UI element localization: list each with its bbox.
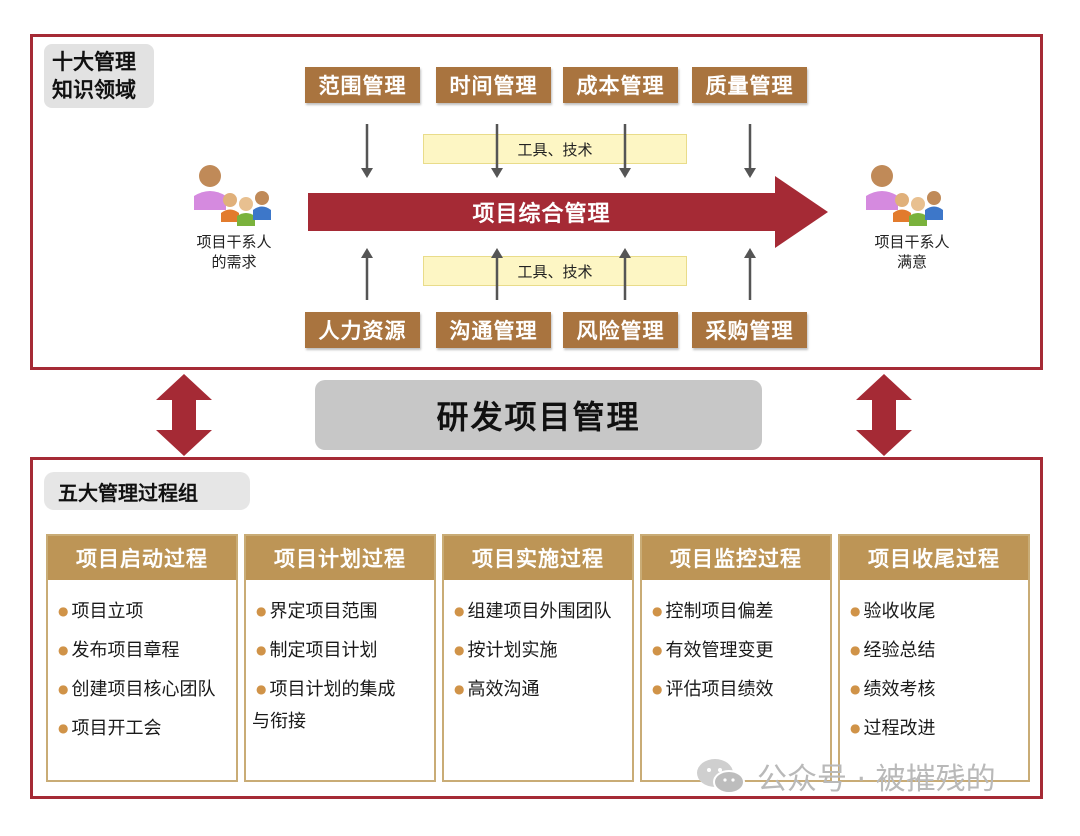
stakeholder-satisfied-label: 项目干系人 满意 (852, 232, 972, 272)
bullet-icon: ● (58, 682, 69, 696)
process-item: ●项目计划的集成 (256, 679, 396, 700)
process-group-title: 项目收尾过程 (840, 536, 1028, 580)
bullet-icon: ● (652, 682, 663, 696)
up-arrow-heads (361, 248, 756, 258)
bullet-icon: ● (58, 721, 69, 735)
down-arrow-heads (361, 168, 756, 178)
bullet-icon: ● (58, 643, 69, 657)
bullet-icon: ● (850, 604, 861, 618)
bullet-icon: ● (256, 643, 267, 657)
bullet-icon: ● (850, 682, 861, 696)
area-scope: 范围管理 (305, 67, 420, 103)
process-item: ●界定项目范围 (256, 601, 378, 622)
process-group-closing: 项目收尾过程 ●验收收尾 ●经验总结 ●绩效考核 ●过程改进 (838, 534, 1030, 782)
process-item: ●评估项目绩效 (652, 679, 774, 700)
stakeholder-needs-label: 项目干系人 的需求 (174, 232, 294, 272)
bullet-icon: ● (652, 643, 663, 657)
process-item: ●按计划实施 (454, 640, 558, 661)
stakeholder-satisfied-line-2: 满意 (896, 253, 927, 271)
process-groups-panel (30, 457, 1043, 799)
process-item: ●制定项目计划 (256, 640, 378, 661)
bullet-icon: ● (652, 604, 663, 618)
stakeholder-satisfied-line-1: 项目干系人 (874, 233, 950, 251)
tools-band-bottom: 工具、技术 (423, 256, 687, 286)
double-arrow-left (156, 374, 212, 456)
process-item: ●组建项目外围团队 (454, 601, 612, 622)
area-communication: 沟通管理 (436, 312, 551, 348)
integration-label: 项目综合管理 (472, 202, 611, 227)
integration-arrow (308, 176, 828, 248)
process-item: ●经验总结 (850, 640, 936, 661)
process-item: ●项目立项 (58, 601, 144, 622)
tools-band-top: 工具、技术 (423, 134, 687, 164)
process-group-initiating: 项目启动过程 ●项目立项 ●发布项目章程 ●创建项目核心团队 ●项目开工会 (46, 534, 238, 782)
bullet-icon: ● (256, 604, 267, 618)
process-group-title: 项目计划过程 (246, 536, 434, 580)
down-arrows (365, 124, 752, 176)
process-item: ●项目开工会 (58, 718, 162, 739)
double-arrow-right (856, 374, 912, 456)
process-group-planning: 项目计划过程 ●界定项目范围 ●制定项目计划 ●项目计划的集成 与衔接 (244, 534, 436, 782)
process-item: ●创建项目核心团队 (58, 679, 216, 700)
process-group-monitoring: 项目监控过程 ●控制项目偏差 ●有效管理变更 ●评估项目绩效 (640, 534, 832, 782)
process-item: ●高效沟通 (454, 679, 540, 700)
stakeholder-needs-line-1: 项目干系人 (196, 233, 272, 251)
area-hr: 人力资源 (305, 312, 420, 348)
watermark: 公众号 · 被摧残的 (695, 752, 996, 800)
knowledge-areas-panel (30, 34, 1043, 370)
process-item: ●验收收尾 (850, 601, 936, 622)
bullet-icon: ● (850, 721, 861, 735)
stakeholder-people-icon-right (866, 165, 943, 226)
area-procurement: 采购管理 (692, 312, 807, 348)
process-group-executing: 项目实施过程 ●组建项目外围团队 ●按计划实施 ●高效沟通 (442, 534, 634, 782)
tag-line-2: 知识领域 (52, 78, 136, 102)
area-quality: 质量管理 (692, 67, 807, 103)
bullet-icon: ● (58, 604, 69, 618)
process-item: ●有效管理变更 (652, 640, 774, 661)
process-group-title: 项目实施过程 (444, 536, 632, 580)
process-group-title: 项目启动过程 (48, 536, 236, 580)
up-arrows (365, 252, 752, 300)
process-item: ●绩效考核 (850, 679, 936, 700)
process-item: ●发布项目章程 (58, 640, 180, 661)
knowledge-areas-tag: 十大管理 知识领域 (44, 44, 154, 108)
process-group-title: 项目监控过程 (642, 536, 830, 580)
bullet-icon: ● (454, 682, 465, 696)
bullet-icon: ● (454, 604, 465, 618)
process-groups-tag: 五大管理过程组 (44, 472, 250, 510)
process-item-continuation: 与衔接 (252, 711, 306, 732)
area-risk: 风险管理 (563, 312, 678, 348)
stakeholder-needs-line-2: 的需求 (211, 253, 257, 271)
center-title: 研发项目管理 (315, 380, 762, 450)
watermark-text: 公众号 · 被摧残的 (757, 762, 996, 797)
stakeholder-people-icon-left (194, 165, 271, 226)
wechat-icon (697, 759, 745, 794)
area-cost: 成本管理 (563, 67, 678, 103)
bullet-icon: ● (256, 682, 267, 696)
bullet-icon: ● (850, 643, 861, 657)
process-item: ●过程改进 (850, 718, 936, 739)
process-item: ●控制项目偏差 (652, 601, 774, 622)
bullet-icon: ● (454, 643, 465, 657)
tag-line-1: 十大管理 (52, 50, 136, 74)
area-time: 时间管理 (436, 67, 551, 103)
